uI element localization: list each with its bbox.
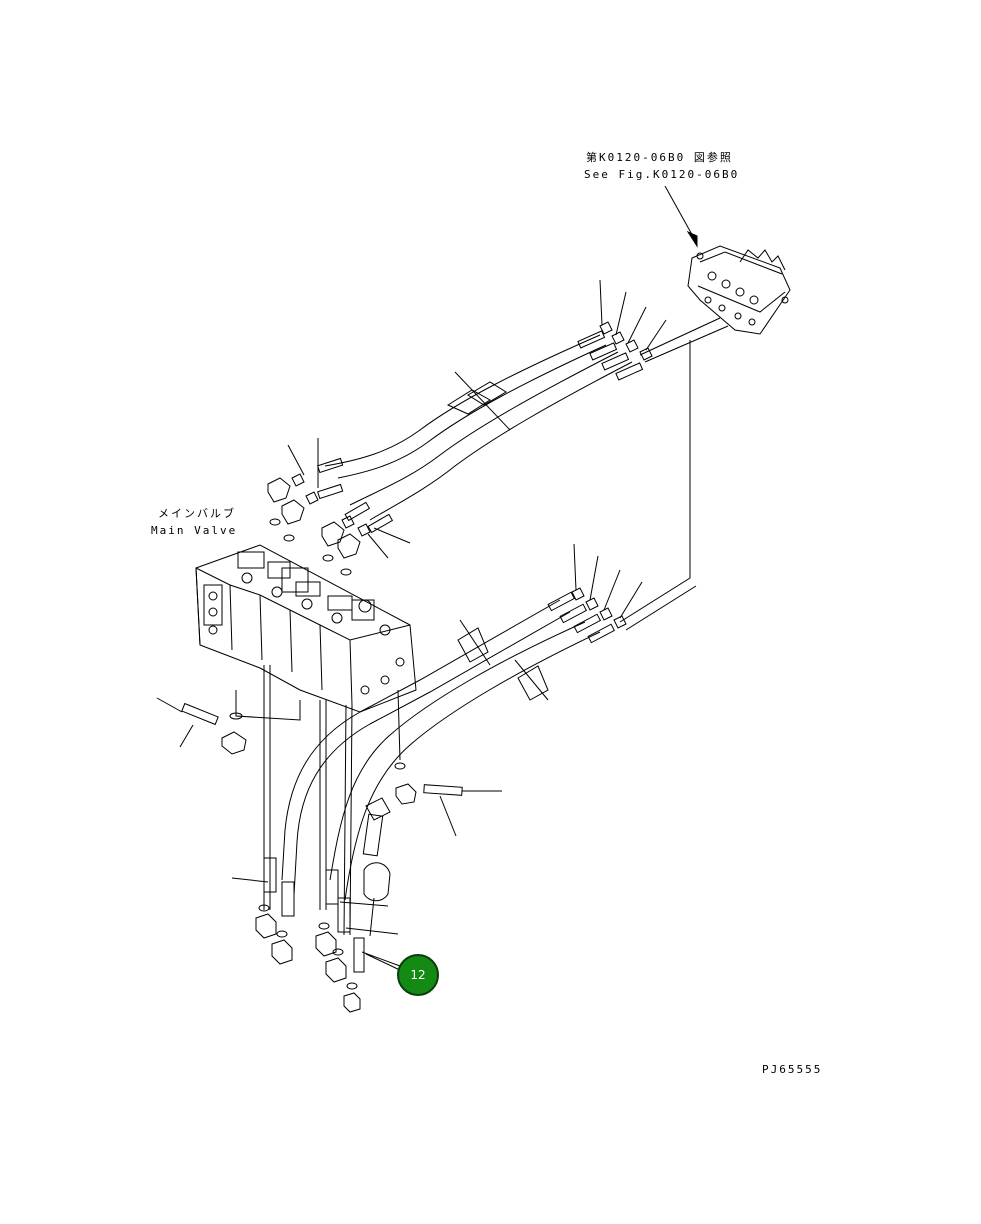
- main-valve-label-jp: メインバルブ: [158, 507, 236, 520]
- accumulator: [362, 783, 502, 937]
- reference-figure-jp: 第K0120-06B0 図参照: [586, 151, 733, 164]
- lower-fitting-cluster: [231, 857, 401, 1013]
- valve-elbows: [267, 477, 361, 576]
- lower-hose-bundle: [281, 340, 697, 901]
- drawing-number: PJ65555: [762, 1063, 823, 1076]
- left-bolt-elbow: [156, 697, 247, 755]
- upper-leaders: [287, 279, 667, 559]
- part-callout-12[interactable]: 12: [397, 954, 439, 996]
- vertical-pipes: [263, 665, 406, 936]
- upper-hose-bundle: [324, 317, 729, 521]
- main-valve-body: [195, 544, 417, 721]
- ppc-valve: [687, 245, 791, 335]
- lower-fittings: [457, 543, 643, 701]
- upper-fittings: [291, 321, 653, 537]
- main-valve-label-en: Main Valve: [151, 524, 238, 537]
- reference-leader: [664, 185, 698, 248]
- reference-figure-en: See Fig.K0120-06B0: [584, 168, 740, 181]
